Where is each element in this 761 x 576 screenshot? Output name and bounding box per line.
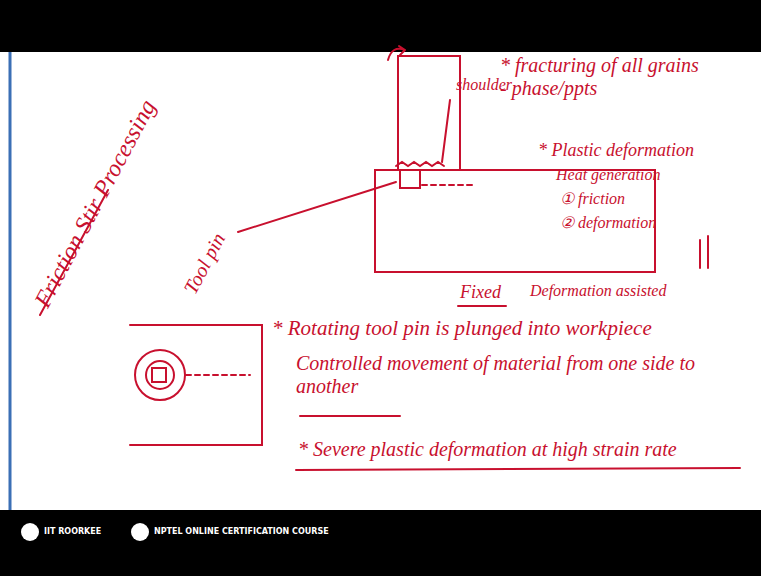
phrase-underline <box>296 468 740 470</box>
tool-body <box>398 56 460 170</box>
shoulder-hatch <box>396 162 444 166</box>
part-label: Tool pin <box>179 229 230 298</box>
note: ① friction <box>560 190 625 208</box>
plan-pin-circle <box>146 361 174 389</box>
note: Fixed <box>460 282 501 303</box>
note: Controlled movement of material from one… <box>296 352 736 398</box>
logo <box>21 523 39 541</box>
note: Deformation assisted <box>530 282 666 300</box>
margin-line <box>9 52 12 510</box>
pin-leader <box>238 182 396 232</box>
shoulder-leader <box>442 100 450 162</box>
note: * fracturing of all grains - phase/ppts <box>500 54 700 100</box>
note: * Rotating tool pin is plunged into work… <box>272 316 652 340</box>
logo <box>131 523 149 541</box>
top-bar <box>0 0 761 52</box>
rotation-arrow <box>388 46 405 60</box>
fixed-underline <box>458 305 506 307</box>
tool-pin <box>400 170 420 188</box>
bottom-bar <box>0 510 761 576</box>
footer-text: IIT ROORKEE <box>44 527 101 536</box>
phrase-underline <box>300 415 400 417</box>
plan-path <box>186 374 250 376</box>
note: ② deformation <box>560 214 656 232</box>
plan-pin <box>152 368 166 382</box>
note: * Severe plastic deformation at high str… <box>298 438 677 461</box>
tool-path <box>422 184 475 186</box>
note: * Plastic deformation <box>538 140 694 161</box>
bar-mark <box>707 236 709 268</box>
plan-plate <box>130 325 262 445</box>
footer-text: NPTEL ONLINE CERTIFICATION COURSE <box>154 527 329 536</box>
note: Heat generation <box>556 166 660 184</box>
plan-shoulder <box>135 350 185 400</box>
slide-title: Friction Stir Processing <box>29 95 162 312</box>
bar-mark <box>699 240 701 268</box>
